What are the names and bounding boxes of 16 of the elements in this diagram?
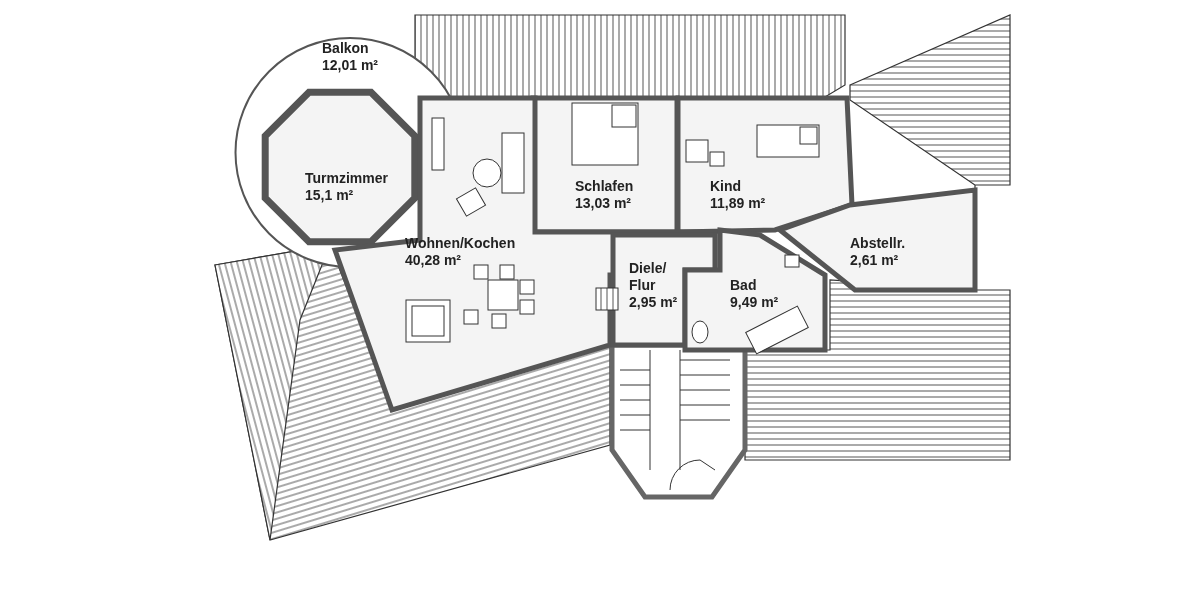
room-name: Diele/ Flur [629,260,668,294]
room-area: 11,89 m² [710,195,766,212]
room-area: 2,61 m² [850,252,906,269]
room-area: 2,95 m² [629,294,679,311]
room-name: Wohnen/Kochen [405,235,516,252]
room-name: Balkon [322,40,370,57]
room-area: 13,03 m² [575,195,634,212]
room-area: 40,28 m² [405,252,516,269]
room-name: Abstellr. [850,235,906,252]
room-name: Schlafen [575,178,634,195]
room-area: 15,1 m² [305,187,388,204]
room-name: Kind [710,178,743,195]
room-name: Bad [730,277,758,294]
room-name: Turmzimmer [305,170,388,187]
room-area: 12,01 m² [322,57,379,74]
room-area: 9,49 m² [730,294,779,311]
